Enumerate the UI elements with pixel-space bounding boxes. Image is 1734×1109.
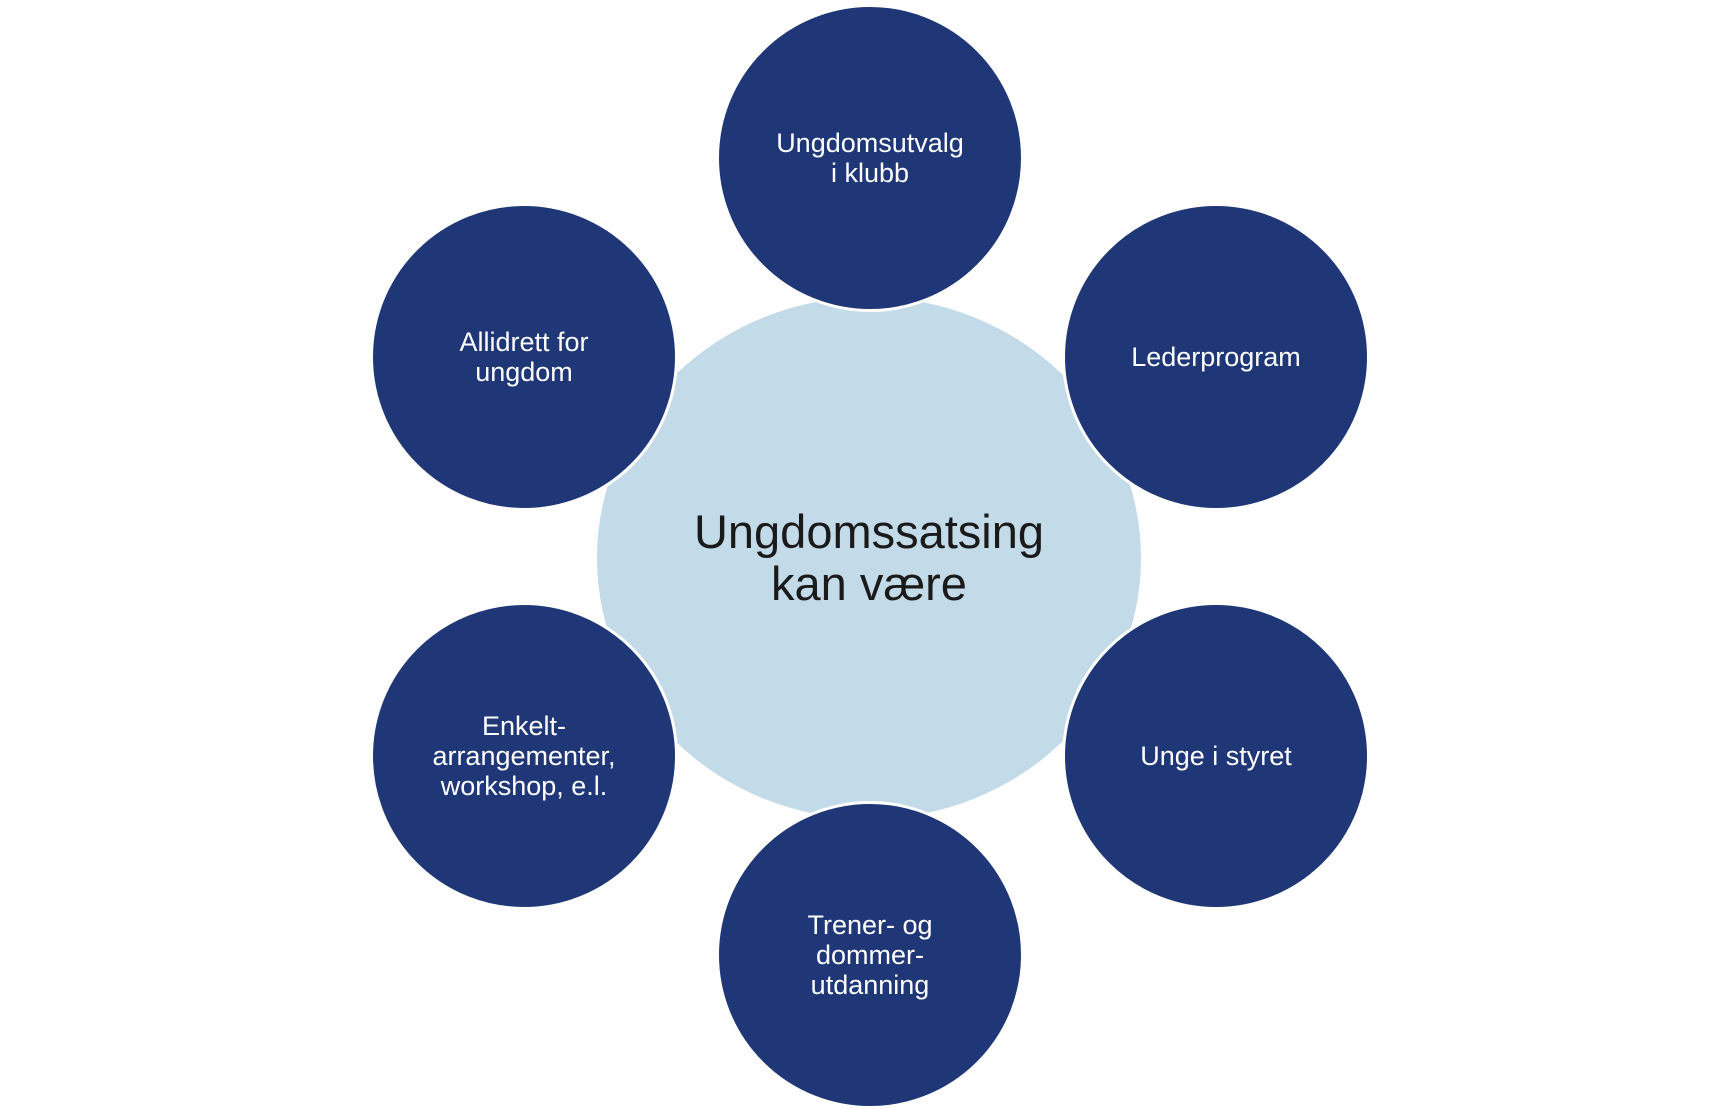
satellite-node-label: Lederprogram (1131, 342, 1301, 372)
center-node-label: Ungdomssatsing kan være (693, 505, 1045, 610)
satellite-node-trener-og-dommerutdanning: Trener- og dommer- utdanning (716, 801, 1024, 1109)
satellite-node-label: Ungdomsutvalg i klubb (776, 128, 964, 188)
satellite-node-label: Unge i styret (1140, 741, 1292, 771)
satellite-node-label: Trener- og dommer- utdanning (807, 910, 933, 1000)
satellite-node-allidrett: Allidrett for ungdom (370, 203, 678, 511)
satellite-node-enkeltarrangementer: Enkelt- arrangementer, workshop, e.l. (370, 602, 678, 910)
center-node: Ungdomssatsing kan være (597, 297, 1141, 819)
satellite-node-label: Allidrett for ungdom (459, 327, 589, 387)
satellite-node-label: Enkelt- arrangementer, workshop, e.l. (432, 711, 616, 801)
satellite-node-ungdomsutvalg: Ungdomsutvalg i klubb (716, 4, 1024, 312)
satellite-node-unge-i-styret: Unge i styret (1062, 602, 1370, 910)
satellite-node-lederprogram: Lederprogram (1062, 203, 1370, 511)
